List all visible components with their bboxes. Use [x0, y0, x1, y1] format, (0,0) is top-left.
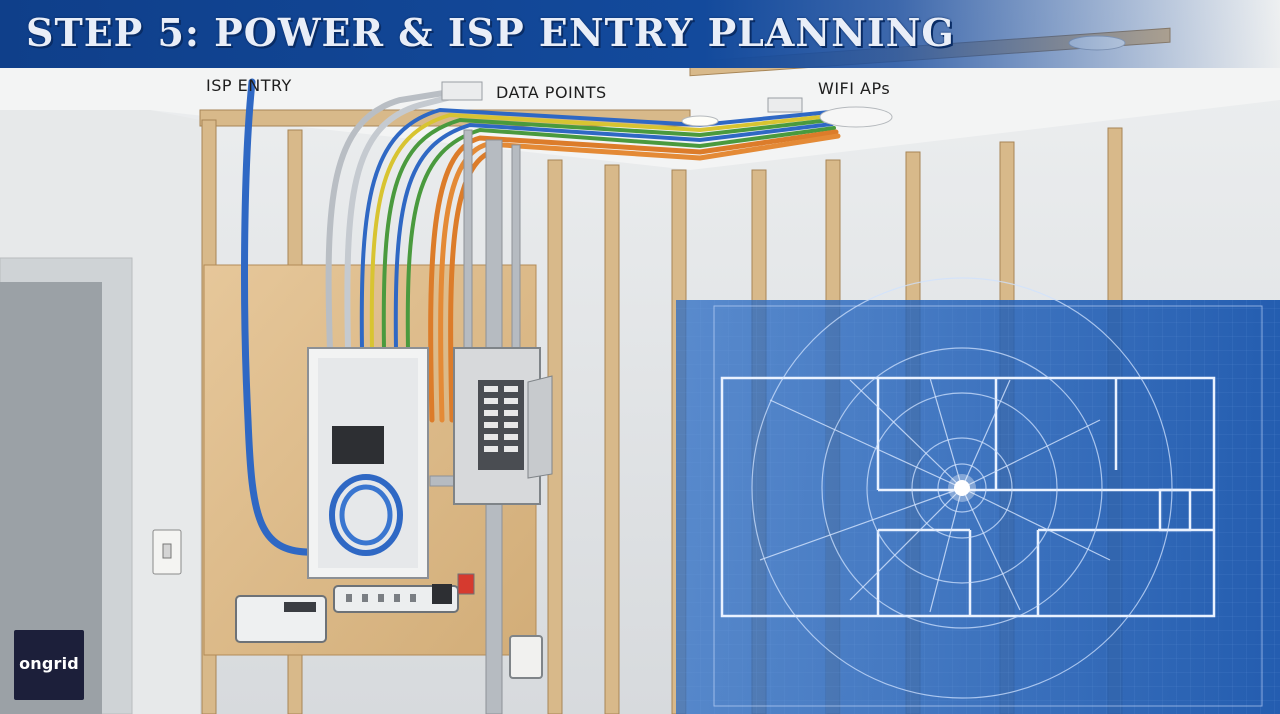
data-points-label: DATA POINTS: [496, 83, 607, 102]
title-banner: STEP 5: POWER & ISP ENTRY PLANNING: [0, 0, 1280, 68]
network-enclosure: [307, 347, 429, 579]
wifi-aps-label: WIFI APs: [818, 79, 891, 98]
wifi-coverage-blueprint: [676, 277, 1280, 714]
data-point-box: [441, 81, 483, 101]
isp-entry-label: ISP ENTRY: [206, 76, 292, 95]
page-title: STEP 5: POWER & ISP ENTRY PLANNING: [26, 10, 955, 55]
ongrid-logo: ongrid: [14, 630, 84, 700]
data-cables: [325, 89, 841, 423]
logo-text: ongrid: [19, 654, 79, 673]
wall-outlet: [509, 635, 543, 679]
breaker-panel: [453, 347, 553, 505]
isp-entry-cable: [241, 78, 322, 556]
wifi-access-point: [819, 106, 893, 128]
